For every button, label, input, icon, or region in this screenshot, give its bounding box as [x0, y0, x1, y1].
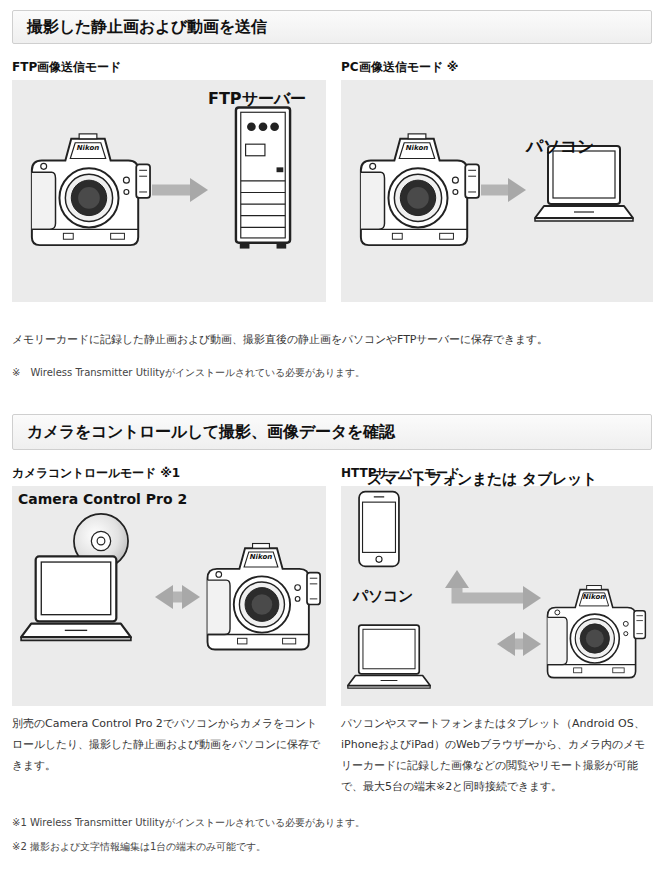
cam-drawing — [361, 134, 479, 245]
footnote: ※2 撮影および文字情報編集は1台の端末のみ可能です。 — [12, 839, 652, 855]
computer-software: Camera Control Pro 2 — [18, 508, 191, 692]
laptop-illustration — [347, 622, 431, 692]
description-text: メモリーカードに記録した静止画および動画、撮影直後の静止画をパソコンやFTPサー… — [12, 329, 652, 350]
cam-drawing — [32, 134, 150, 245]
device-label: パソコン — [526, 135, 594, 158]
section-title: 撮影した静止画および動画を送信 — [27, 17, 267, 38]
mode-title: カメラコントロールモード ※1 — [12, 465, 180, 482]
laptop-drawing — [21, 556, 131, 640]
description-text: パソコンやスマートフォンまたはタブレット（Android OS、iPhoneおよ… — [341, 713, 653, 797]
camera: Nikon — [541, 574, 647, 690]
camera-logo: Nikon — [583, 594, 605, 601]
mode-panel: NikonFTPサーバーFTP画像送信モード — [12, 80, 326, 302]
cam-drawing — [548, 586, 646, 678]
camera-illustration — [541, 574, 647, 690]
mode-title: FTP画像送信モード — [12, 59, 121, 76]
laptop-drawing — [348, 625, 430, 688]
camera-logo: Nikon — [250, 554, 272, 561]
section-band: カメラをコントロールして撮影、画像データを確認 — [12, 414, 652, 450]
camera: Nikon — [200, 536, 322, 658]
smartphone: スマートフォンまたは タブレット — [357, 490, 601, 570]
camera: Nikon — [24, 128, 152, 252]
laptop-drawing — [535, 146, 633, 221]
mode-panel: スマートフォンまたは タブレットパソコンNikonHTTPサーバーモード — [341, 486, 653, 706]
ftp-server: FTPサーバー — [208, 104, 318, 294]
section-band: 撮影した静止画および動画を送信 — [12, 10, 652, 44]
description-text: 別売のCamera Control Pro 2でパソコンからカメラをコントロール… — [12, 713, 326, 776]
phone-drawing — [359, 492, 399, 567]
computer: パソコン — [347, 608, 497, 692]
camera-logo: Nikon — [77, 145, 99, 152]
device-label: FTPサーバー — [208, 89, 306, 110]
section-title: カメラをコントロールして撮影、画像データを確認 — [27, 422, 395, 443]
software-illustration — [18, 508, 168, 644]
computer: パソコン — [526, 144, 641, 268]
server-drawing — [236, 107, 290, 248]
footnote: ※ Wireless Transmitter Utilityがインストールされて… — [12, 365, 652, 381]
phone-illustration — [357, 490, 401, 568]
mode-title: HTTPサーバーモード — [341, 465, 460, 482]
software-label: Camera Control Pro 2 — [18, 491, 187, 507]
mode-panel: NikonパソコンPC画像送信モード ※ — [341, 80, 653, 302]
footnote: ※1 Wireless Transmitter Utilityがインストールされ… — [12, 815, 652, 831]
device-label: パソコン — [353, 587, 413, 606]
mode-title: PC画像送信モード ※ — [341, 59, 458, 76]
camera: Nikon — [353, 128, 481, 252]
cam-drawing — [208, 544, 321, 650]
server-illustration — [234, 104, 292, 252]
mode-panel: Camera Control Pro 2Nikonカメラコントロールモード ※1 — [12, 486, 326, 706]
camera-logo: Nikon — [406, 145, 428, 152]
